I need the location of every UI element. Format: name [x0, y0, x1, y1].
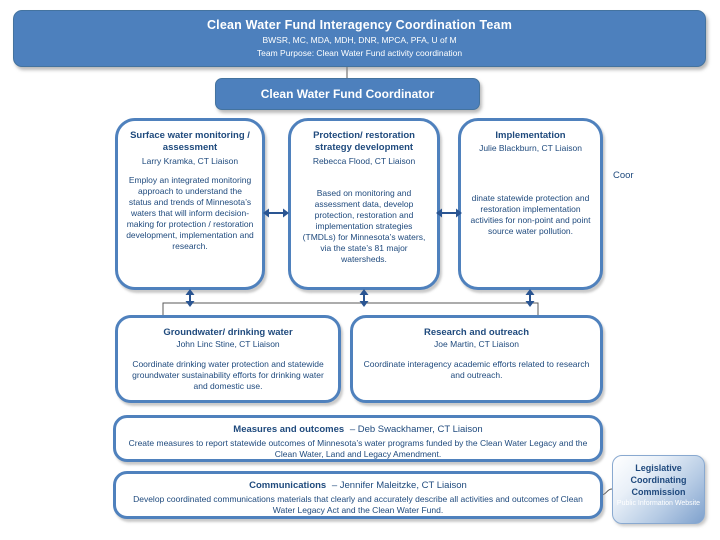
box-title: Implementation: [495, 130, 566, 141]
legislative-commission-box: Legislative Coordinating Commission Publ…: [612, 455, 705, 524]
team-banner: Clean Water Fund Interagency Coordinatio…: [13, 10, 706, 67]
box-liaison: Rebecca Flood, CT Liaison: [312, 155, 416, 166]
overflow-text-fragment: Coor: [613, 170, 634, 181]
box-title: Groundwater/ drinking water: [163, 327, 293, 338]
measures-outcomes-box: Measures and outcomes – Deb Swackhamer, …: [113, 415, 603, 462]
box-title: Protection/ restoration strategy develop…: [313, 130, 415, 154]
page-title: Clean Water Fund Interagency Coordinatio…: [206, 18, 513, 32]
box-liaison: – Deb Swackhamer, CT Liaison: [349, 424, 483, 435]
double-arrow-vertical-icon: [359, 289, 369, 307]
box-liaison: Julie Blackburn, CT Liaison: [479, 143, 582, 154]
implementation-box: Implementation Julie Blackburn, CT Liais…: [458, 118, 603, 290]
coordinator-box: Clean Water Fund Coordinator: [215, 78, 480, 110]
protection-strategy-box: Protection/ restoration strategy develop…: [288, 118, 440, 290]
team-purpose: Team Purpose: Clean Water Fund activity …: [256, 48, 463, 58]
double-arrow-horizontal-icon: [263, 208, 289, 218]
double-arrow-vertical-icon: [185, 289, 195, 307]
research-outreach-box: Research and outreach Joe Martin, CT Lia…: [350, 315, 603, 403]
box-title: Legislative Coordinating Commission: [630, 463, 687, 498]
box-body: Coordinate drinking water protection and…: [132, 359, 324, 392]
box-title: Surface water monitoring / assessment: [130, 130, 250, 154]
box-body: Employ an integrated monitoring approach…: [126, 174, 254, 251]
box-liaison: Joe Martin, CT Liaison: [434, 339, 519, 349]
box-body: dinate statewide protection and restorat…: [470, 193, 591, 237]
box-liaison: John Linc Stine, CT Liaison: [176, 339, 280, 349]
agency-list: BWSR, MC, MDA, MDH, DNR, MPCA, PFA, U of…: [262, 35, 457, 45]
surface-water-box: Surface water monitoring / assessment La…: [115, 118, 265, 290]
box-liaison: Larry Kramka, CT Liaison: [141, 155, 239, 166]
communications-box: Communications – Jennifer Maleitzke, CT …: [113, 471, 603, 519]
box-title: Research and outreach: [423, 327, 530, 338]
double-arrow-vertical-icon: [525, 289, 535, 307]
box-liaison: – Jennifer Maleitzke, CT Liaison: [331, 480, 467, 491]
box-body: Coordinate interagency academic efforts …: [363, 359, 590, 381]
box-title: Communications: [249, 480, 327, 491]
box-title: Measures and outcomes: [233, 424, 345, 435]
box-body: Based on monitoring and assessment data,…: [302, 187, 426, 264]
box-body: Create measures to report statewide outc…: [128, 438, 588, 460]
box-body: Develop coordinated communications mater…: [133, 494, 583, 516]
box-subtitle: Public Information Website: [616, 500, 701, 508]
groundwater-box: Groundwater/ drinking water John Linc St…: [115, 315, 341, 403]
